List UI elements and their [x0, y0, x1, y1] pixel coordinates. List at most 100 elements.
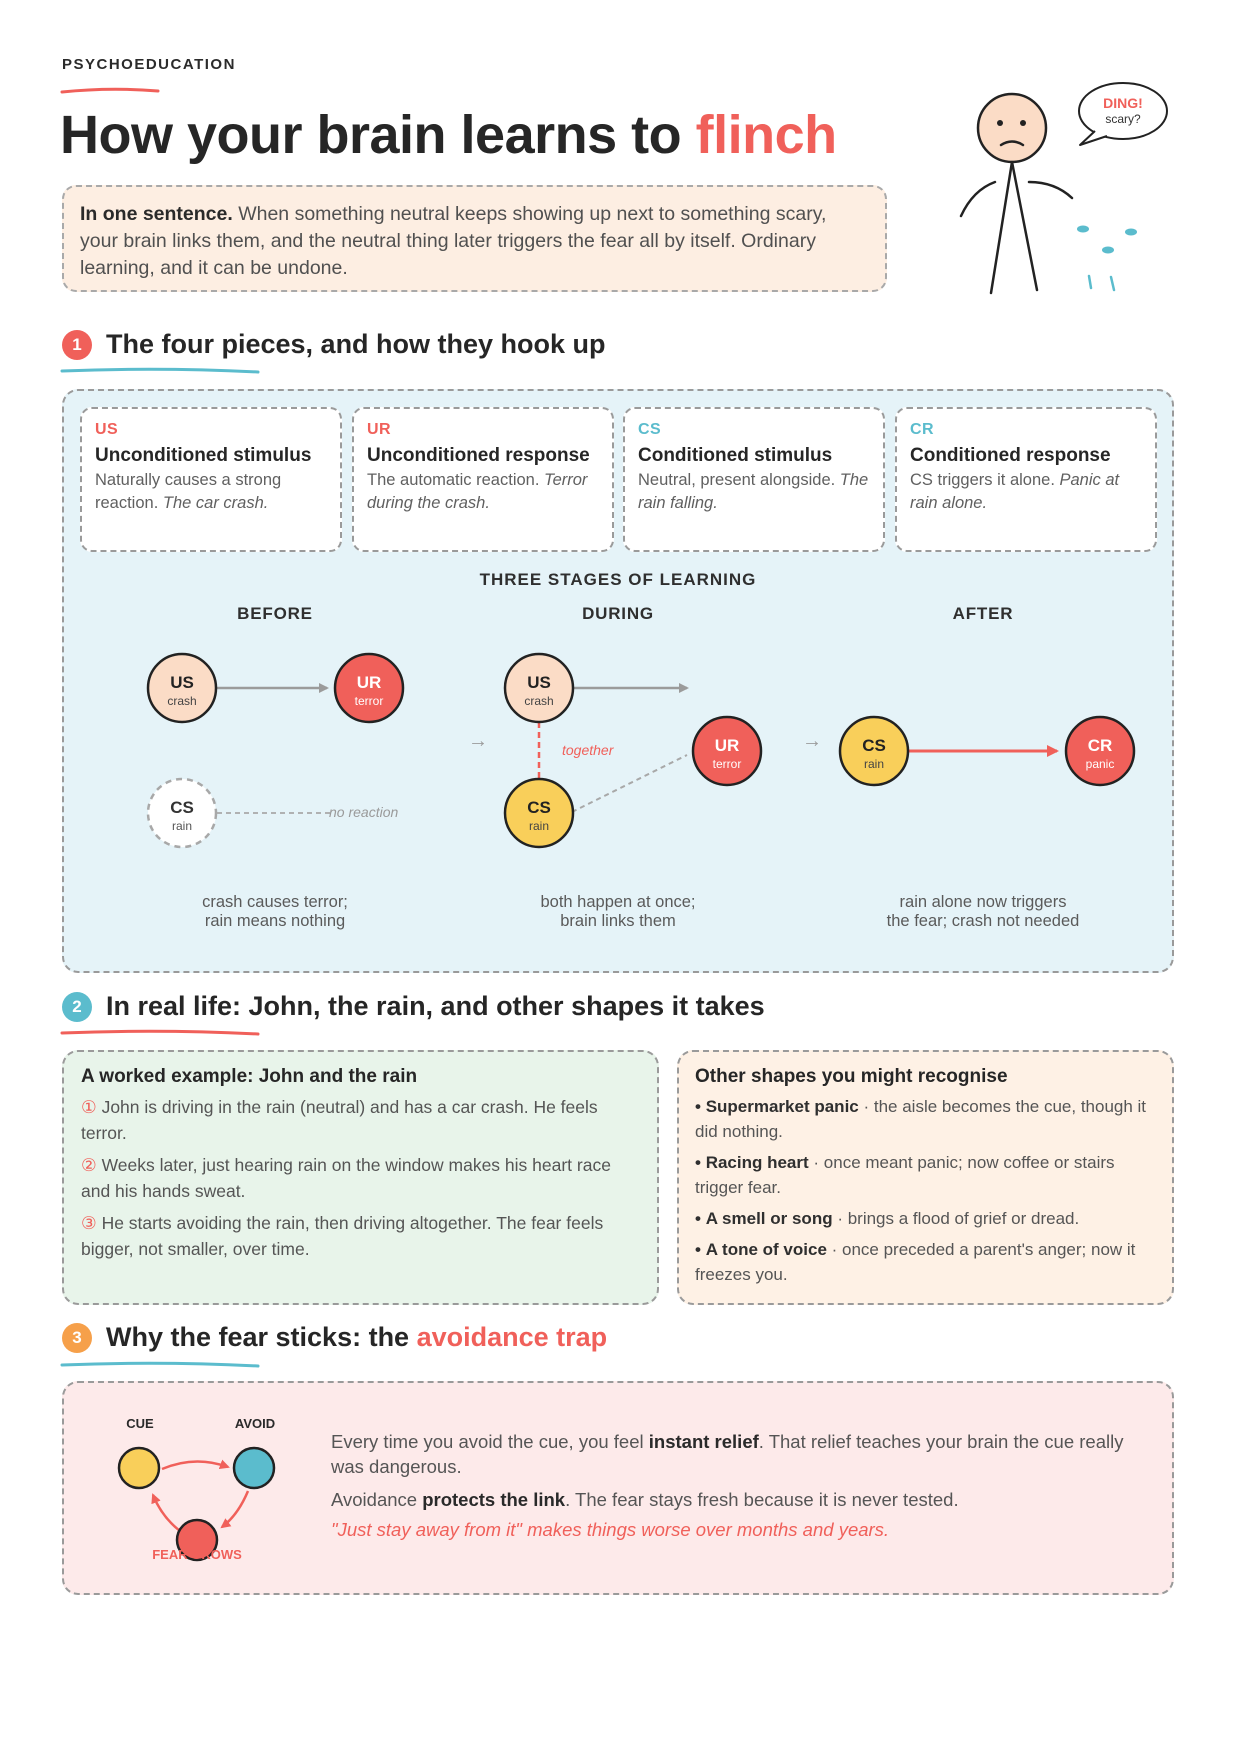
node-sub: panic — [1086, 757, 1115, 771]
cycle-arrow-avoid-fear — [220, 1490, 250, 1529]
bubble-text-2: scary? — [1105, 112, 1141, 126]
shape-item-bold: Racing heart — [705, 1153, 809, 1172]
no-reaction-label: no reaction — [329, 804, 398, 820]
node-cr-after: CR panic — [1064, 715, 1136, 787]
section-2-underline — [60, 1029, 260, 1036]
example-step: ③ He starts avoiding the rain, then driv… — [81, 1210, 640, 1262]
shape-item-text: · once preceded a parent's anger; now it… — [695, 1240, 1136, 1284]
section-2-title: In real life: John, the rain, and other … — [106, 991, 765, 1021]
during-cs-link — [571, 754, 688, 813]
cycle-arrow-fear-cue — [151, 1493, 181, 1532]
example-step: ② Weeks later, just hearing rain on the … — [81, 1152, 640, 1204]
section-3-title-accent: avoidance trap — [416, 1322, 608, 1352]
stage-arrow-1: → — [468, 730, 488, 752]
card-us: US Unconditioned stimulus Naturally caus… — [80, 407, 342, 552]
step-number: ③ — [81, 1213, 97, 1233]
trap-bold: protects the link — [422, 1489, 566, 1510]
step-text: John is driving in the rain (neutral) an… — [81, 1097, 598, 1143]
card-abbr: CS — [638, 421, 662, 438]
card-name: Conditioned stimulus — [638, 445, 833, 466]
cycle-label-fear: FEAR GROWS — [152, 1547, 242, 1562]
trap-bold: instant relief — [648, 1431, 759, 1452]
node-cs-after: CS rain — [838, 715, 910, 787]
trap-text-span: Every time you avoid the cue, you feel — [331, 1431, 649, 1452]
shape-item-bold: A tone of voice — [705, 1240, 827, 1259]
node-abbr: UR — [357, 673, 382, 692]
card-cr: CR Conditioned response CS triggers it a… — [895, 407, 1157, 552]
diagram-heading: THREE STAGES OF LEARNING — [479, 570, 757, 589]
bullet: • — [695, 1209, 701, 1228]
bubble-text-1: DING! — [1103, 95, 1143, 111]
section-3-title: Why the fear sticks: the avoidance trap — [106, 1322, 607, 1353]
cycle-label-avoid: AVOID — [235, 1416, 275, 1431]
caption-line: both happen at once; — [540, 893, 696, 911]
cycle-arrow-cue-avoid — [161, 1459, 230, 1471]
page-title: How your brain learns to flinch — [60, 104, 837, 166]
section-2-badge: 2 — [62, 991, 92, 1022]
together-label: together — [562, 742, 615, 758]
node-abbr: CS — [170, 798, 194, 817]
intro-body: When something neutral keeps showing up … — [80, 203, 827, 279]
raindrop-icon — [1077, 225, 1089, 233]
node-ur-before: UR terror — [333, 652, 405, 724]
rain-streaks — [1087, 274, 1116, 292]
caption-line: rain alone now triggers — [899, 893, 1067, 911]
node-cs-during: CS rain — [503, 777, 575, 849]
node-sub: rain — [172, 819, 192, 833]
worked-example-box: A worked example: John and the rain ① Jo… — [62, 1050, 659, 1305]
trap-text-span: . That relief teaches your brain the cue… — [331, 1431, 1124, 1477]
node-sub: crash — [167, 694, 196, 708]
card-example: The car crash. — [162, 494, 269, 512]
node-sub: crash — [524, 694, 553, 708]
stage-label-during: DURING — [582, 604, 654, 623]
bullet: • — [695, 1153, 701, 1172]
other-shapes-box: Other shapes you might recognise • Super… — [677, 1050, 1174, 1305]
shape-item-text: · once meant panic; now coffee or stairs… — [695, 1153, 1115, 1197]
title-accent: flinch — [695, 105, 838, 165]
section-3-badge: 3 — [62, 1322, 92, 1353]
trap-paragraph-1: Every time you avoid the cue, you feel i… — [331, 1429, 1151, 1479]
card-desc: Neutral, present alongside. — [638, 471, 840, 489]
node-abbr: US — [170, 673, 194, 692]
section-3-underline — [60, 1361, 260, 1368]
figure-head — [976, 92, 1048, 164]
stage-arrow-2: → — [802, 730, 822, 752]
node-abbr: US — [527, 673, 551, 692]
node-us-during: US crash — [503, 652, 575, 724]
speech-bubble — [1078, 82, 1168, 140]
shape-item-text: · the aisle becomes the cue, though it d… — [695, 1097, 1147, 1141]
node-sub: terror — [713, 757, 742, 771]
card-abbr: CR — [910, 421, 935, 438]
section-3-title-main: Why the fear sticks: the — [106, 1322, 417, 1352]
section-2-header: 2 In real life: John, the rain, and othe… — [62, 991, 765, 1022]
step-text: Weeks later, just hearing rain on the wi… — [81, 1155, 611, 1201]
caption-line: the fear; crash not needed — [886, 912, 1080, 930]
node-sub: rain — [529, 819, 549, 833]
card-example: Panic at rain alone. — [910, 471, 1120, 512]
intro-lead: In one sentence. — [80, 203, 233, 225]
trap-warning: "Just stay away from it" makes things wo… — [331, 1519, 890, 1540]
node-sub: rain — [864, 757, 884, 771]
card-name: Unconditioned response — [367, 445, 590, 466]
node-abbr: CR — [1088, 736, 1113, 755]
other-shapes-title: Other shapes you might recognise — [695, 1066, 1008, 1087]
caption-before: crash causes terror;rain means nothing — [145, 893, 405, 931]
card-cs: CS Conditioned stimulus Neutral, present… — [623, 407, 885, 552]
card-desc: CS triggers it alone. — [910, 471, 1060, 489]
raindrop-icon — [1125, 228, 1137, 236]
card-name: Conditioned response — [910, 445, 1111, 466]
stage-label-before: BEFORE — [237, 604, 313, 623]
card-name: Unconditioned stimulus — [95, 445, 312, 466]
card-ur: UR Unconditioned response The automatic … — [352, 407, 614, 552]
shape-item: • A tone of voice · once preceded a pare… — [695, 1237, 1156, 1287]
section-1-underline — [60, 367, 260, 374]
learning-stages-diagram: no reaction US crash UR terror CS rain →… — [146, 652, 1136, 849]
raindrop-icon — [1102, 246, 1114, 254]
bullet: • — [695, 1240, 701, 1259]
card-desc: The automatic reaction. — [367, 471, 545, 489]
avoidance-cycle-diagram: CUE AVOID FEAR GROWS — [117, 1416, 276, 1562]
avoidance-trap-text: Every time you avoid the cue, you feel i… — [331, 1429, 1151, 1541]
eyebrow-label: PSYCHOEDUCATION — [62, 56, 236, 73]
cycle-node-cue — [117, 1446, 161, 1490]
